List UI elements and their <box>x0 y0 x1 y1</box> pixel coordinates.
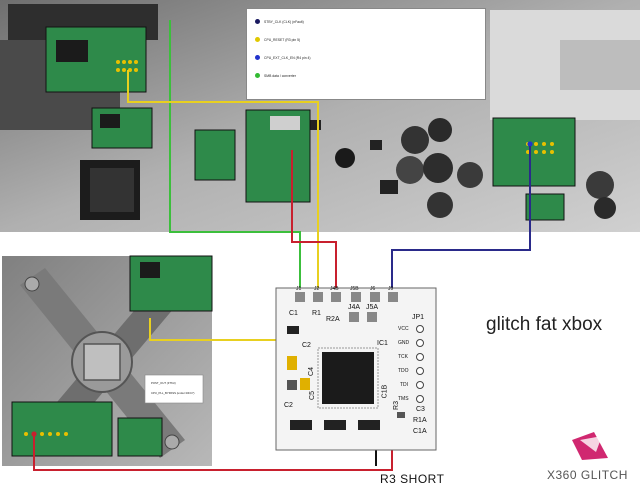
pcb-label-c5: C5 <box>308 391 316 400</box>
jp1-pin-tdo: TDO <box>398 368 409 374</box>
pcb-label-r1a: R1A <box>413 417 427 424</box>
pcb-label-r1: R1 <box>312 310 321 317</box>
r3-short-label: R3 SHORT <box>380 472 445 486</box>
header-label-j6: J6 <box>370 286 376 292</box>
jp1-pin-vcc: VCC <box>398 326 409 332</box>
legend-text: CPU_RESET (R3 pin 5) <box>264 37 301 42</box>
glitch-chip-pcb <box>275 287 437 451</box>
pcb-label-c2: C2 <box>302 342 311 349</box>
header-label-j5b: J5B <box>350 286 359 292</box>
legend-box: STBY_CLK (CLK) (nFault) CPU_RESET (R3 pi… <box>246 8 486 100</box>
pcb-label-c3: C3 <box>416 406 425 413</box>
legend-row: CPU_EXT_CLK_EN (R4 pin 4) <box>255 55 311 60</box>
logo-text: X360 GLITCH <box>547 468 628 482</box>
legend-text: CPU_EXT_CLK_EN (R4 pin 4) <box>264 55 311 60</box>
legend-text: CPU_PLL_BYPASS (under R4/C7) <box>151 391 195 395</box>
header-label-j1: J1 <box>296 286 302 292</box>
jp1-pin-gnd: GND <box>398 340 410 346</box>
header-label-j2: J2 <box>314 286 320 292</box>
pcb-label-jp1: JP1 <box>412 314 425 321</box>
pcb-label-c1b: C1B <box>381 384 389 399</box>
diagram-title: glitch fat xbox <box>486 314 603 335</box>
legend-text: SMB data / converter <box>264 73 296 78</box>
legend-row: STBY_CLK (CLK) (nFault) <box>255 19 304 24</box>
pcb-label-c1: C1 <box>289 310 298 317</box>
pcb-label-j5a: J5A <box>366 304 379 311</box>
jp1-pin-tms: TMS <box>398 396 409 402</box>
wires <box>33 20 531 471</box>
legend-dot-icon <box>255 37 260 42</box>
legend-text: POST_OUT (FT6U) <box>151 381 176 385</box>
zoom-insets <box>11 26 576 457</box>
legend-row: SMB data / converter <box>255 73 296 78</box>
legend-text: STBY_CLK (CLK) (nFault) <box>264 19 304 24</box>
legend-dot-icon <box>255 55 260 60</box>
header-label-j9: J9 <box>388 286 394 292</box>
jp1-pin-tdi: TDI <box>400 382 409 388</box>
jp1-pin-tck: TCK <box>398 354 408 360</box>
lower-legend-row: POST_OUT (FT6U) <box>151 381 176 385</box>
pcb-label-c4: C4 <box>307 367 315 376</box>
legend-dot-icon <box>255 19 260 24</box>
legend-dot-icon <box>255 73 260 78</box>
legend-row: CPU_RESET (R3 pin 5) <box>255 37 300 42</box>
header-label-j4b: J4B <box>330 286 339 292</box>
pcb-label-j4a: J4A <box>348 304 361 311</box>
pcb-label-r3: R3 <box>392 401 400 410</box>
lower-legend-row: CPU_PLL_BYPASS (under R4/C7) <box>151 391 194 395</box>
pcb-label-ic1: IC1 <box>377 340 388 347</box>
x360-glitch-logo-mark <box>572 432 608 460</box>
pcb-label-c2-lower: C2 <box>284 402 293 409</box>
pcb-label-r2a: R2A <box>326 316 340 323</box>
pcb-label-c1a: C1A <box>413 428 427 435</box>
